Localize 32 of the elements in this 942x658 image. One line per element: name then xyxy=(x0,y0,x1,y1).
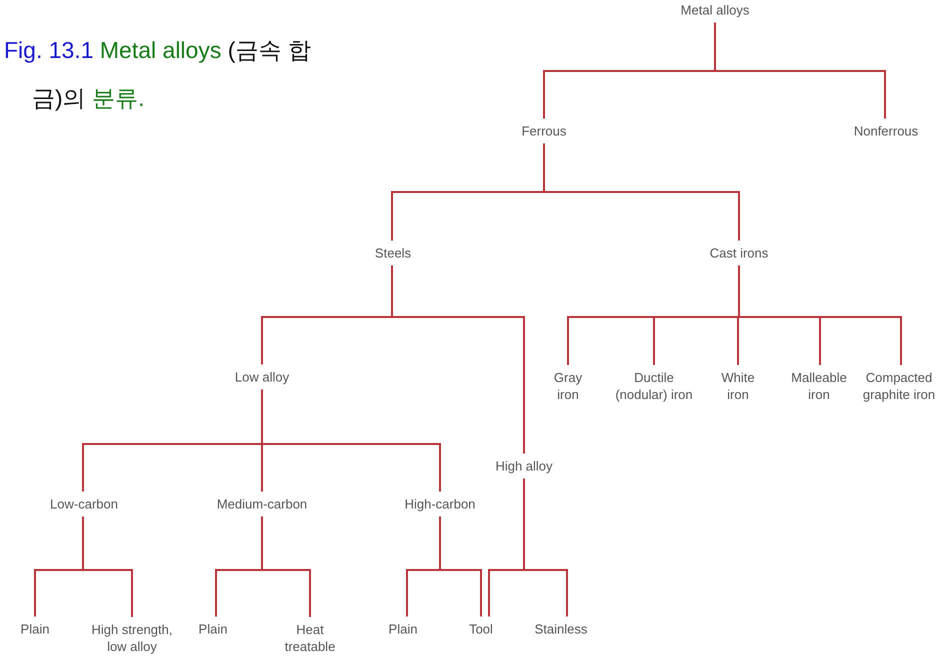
category-label: Low-carbon xyxy=(50,496,118,512)
category-label: Heat treatable xyxy=(280,621,340,655)
category-label: White iron xyxy=(716,369,760,403)
category-label: Ductile (nodular) iron xyxy=(608,369,700,403)
tree-connector xyxy=(714,22,886,118)
category-label: Plain xyxy=(20,620,50,638)
tree-connector xyxy=(523,478,568,616)
category-label: Plain xyxy=(198,620,228,638)
category-label: Tool xyxy=(469,620,493,638)
tree-connector xyxy=(391,266,525,454)
category-label: Low alloy xyxy=(234,368,290,386)
tree-connector xyxy=(738,266,902,365)
tree-connector xyxy=(261,516,311,617)
category-label: Stainless xyxy=(534,620,588,638)
category-label: Plain xyxy=(388,620,418,638)
tree-connector xyxy=(261,390,441,492)
category-label: High strength, low alloy xyxy=(84,621,180,655)
category-label: Medium-carbon xyxy=(216,496,308,512)
category-label: Nonferrous xyxy=(854,122,918,140)
tree-connector xyxy=(82,516,133,617)
category-label: Gray iron xyxy=(548,369,588,403)
category-label: Steels xyxy=(374,244,412,262)
category-label: Compacted graphite iron xyxy=(857,369,941,403)
category-label: High alloy xyxy=(495,458,553,474)
category-label: Malleable iron xyxy=(786,369,852,403)
category-label: High-carbon xyxy=(404,496,476,512)
category-label: Metal alloys xyxy=(680,2,750,18)
category-label: Cast irons xyxy=(710,244,768,262)
category-label: Ferrous xyxy=(522,122,566,140)
figure-title: Fig. 13.1 Metal alloys (금속 합금)의 분류. xyxy=(4,36,312,113)
tree-connector xyxy=(543,144,740,240)
tree-connector xyxy=(439,516,482,616)
